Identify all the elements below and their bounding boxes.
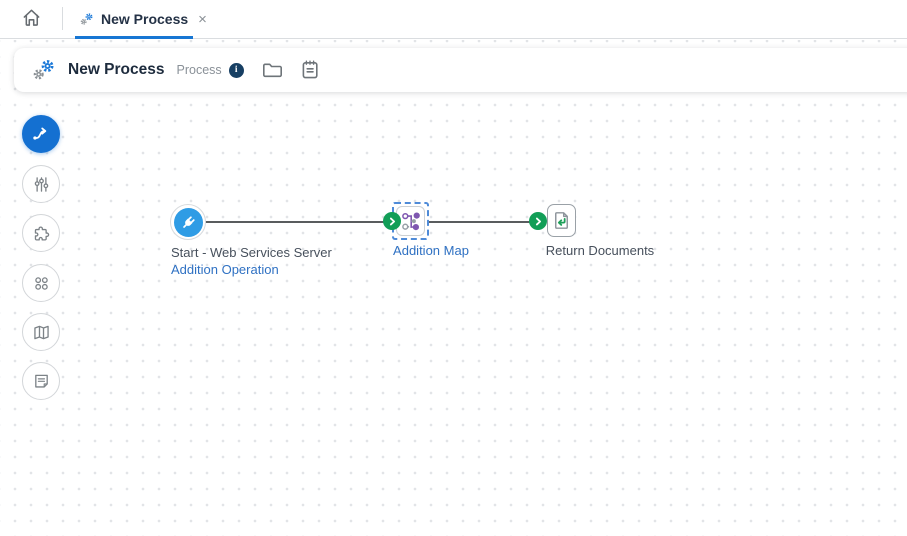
- tab-close-icon[interactable]: ×: [198, 10, 207, 28]
- process-header-toolbar: New Process Process i: [14, 48, 907, 92]
- home-icon: [20, 6, 43, 34]
- return-shape-label: Return Documents: [545, 243, 655, 258]
- process-type-label: Process: [176, 63, 222, 77]
- start-shape[interactable]: [170, 204, 206, 240]
- map-transform-icon: [399, 209, 423, 234]
- start-operation-link[interactable]: Addition Operation: [171, 262, 279, 277]
- connection-point-arrow[interactable]: [529, 212, 547, 230]
- active-tab-indicator: [75, 36, 193, 39]
- connection-start-to-map: [205, 221, 385, 223]
- puzzle-icon: [31, 223, 52, 244]
- return-documents-icon: [550, 208, 573, 233]
- rail-button-notes[interactable]: [22, 362, 60, 400]
- tab-bar: New Process ×: [0, 0, 907, 39]
- rail-button-shapes[interactable]: [22, 264, 60, 302]
- start-shape-label: Start - Web Services Server: [171, 245, 332, 260]
- folder-button[interactable]: [258, 56, 286, 84]
- rail-button-map[interactable]: [22, 313, 60, 351]
- folder-icon: [260, 58, 284, 82]
- process-canvas[interactable]: [0, 40, 907, 536]
- notes-button[interactable]: [296, 56, 324, 84]
- tab-new-process[interactable]: New Process ×: [75, 0, 207, 38]
- notes-icon: [31, 371, 52, 392]
- info-icon[interactable]: i: [228, 62, 244, 78]
- connection-point-arrow[interactable]: [383, 212, 401, 230]
- shapes-grid-icon: [31, 273, 52, 294]
- map-icon: [31, 322, 52, 343]
- process-title: New Process: [68, 61, 165, 78]
- notepad-icon: [298, 58, 322, 82]
- home-button[interactable]: [17, 6, 45, 34]
- tab-bar-divider: [62, 7, 63, 30]
- process-gears-icon: [31, 58, 56, 83]
- rail-button-configure[interactable]: [22, 165, 60, 203]
- connector-tool-icon: [30, 123, 52, 145]
- connector-start-icon: [173, 207, 203, 237]
- process-gears-icon: [79, 12, 94, 27]
- rail-button-extensions[interactable]: [22, 214, 60, 252]
- map-shape-label[interactable]: Addition Map: [393, 243, 469, 258]
- rail-button-connector[interactable]: [22, 115, 60, 153]
- tab-label: New Process: [101, 11, 189, 27]
- connection-map-to-return: [428, 221, 530, 223]
- sliders-icon: [31, 174, 52, 195]
- return-documents-shape[interactable]: [547, 204, 576, 237]
